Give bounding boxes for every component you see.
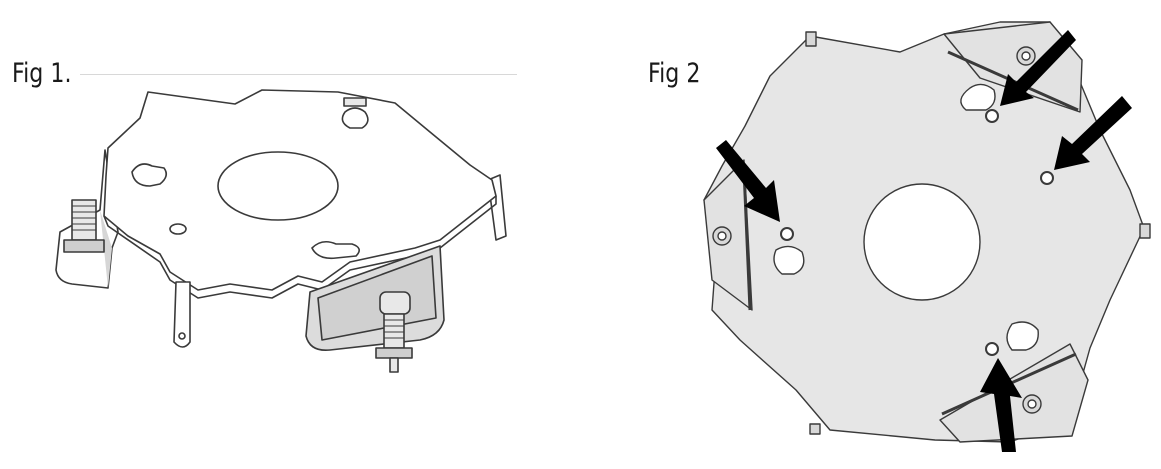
arrow-icon: [980, 358, 1022, 452]
arrow-group: [716, 30, 1132, 452]
left-bolt-assembly: [63, 199, 105, 253]
center-hole: [217, 151, 339, 221]
arrow-icon: [1054, 96, 1132, 170]
figure-1-label: Fig 1.: [12, 58, 72, 89]
keyhole-slot-left: [773, 245, 805, 275]
right-bolt-assembly: [375, 291, 413, 373]
tab-bottom-left: [809, 423, 821, 435]
keyhole-slot-left: [131, 163, 168, 187]
keyhole-slot-top: [960, 83, 996, 111]
left-flange-shade: [100, 210, 112, 288]
brace-bolt-bottom-inner: [1027, 399, 1037, 409]
brace-left-edge: [742, 169, 752, 311]
mounting-hole-2: [1040, 171, 1054, 185]
brace-bolt-left-inner: [717, 231, 727, 241]
tab-right: [1139, 223, 1151, 239]
mounting-hole-3: [780, 227, 794, 241]
figure-2-plate-drawing: [703, 21, 1151, 443]
mounting-hole-4: [985, 342, 999, 356]
center-hole: [863, 183, 981, 301]
figure-2-label: Fig 2: [648, 58, 701, 89]
front-bracket-face: [317, 255, 437, 341]
leg-left: [173, 281, 191, 348]
top-hinge: [343, 97, 367, 107]
keyhole-slot-bottom: [311, 240, 360, 260]
arrow-icon: [716, 140, 780, 222]
arrow-icon: [1000, 30, 1076, 106]
leg-left-hole: [178, 332, 186, 340]
divider-line: [80, 74, 517, 75]
brace-top-right: [943, 21, 1083, 113]
keyhole-slot-top: [341, 107, 369, 129]
brace-bolt-top-inner: [1021, 51, 1031, 61]
small-hole: [169, 223, 187, 235]
figure-1-bracket-drawing: [55, 89, 507, 373]
tab-top-left: [805, 31, 817, 47]
mounting-hole-1: [985, 109, 999, 123]
keyhole-slot-bottom: [1006, 321, 1039, 351]
